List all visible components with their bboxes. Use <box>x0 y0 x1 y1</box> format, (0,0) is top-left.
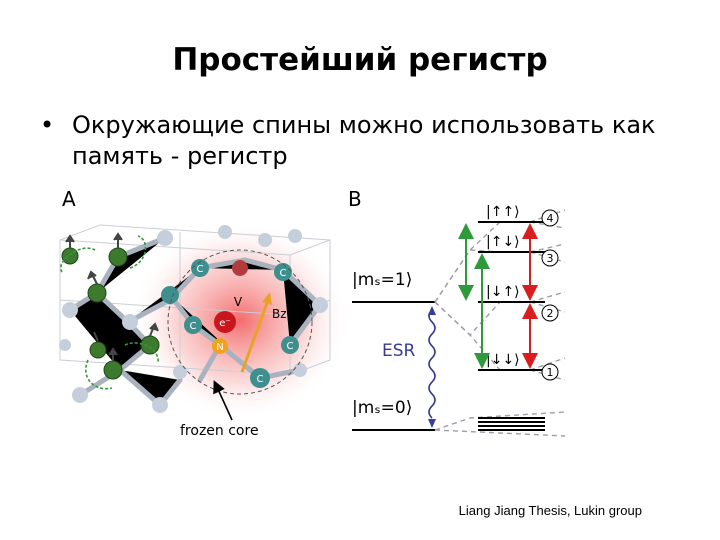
carbon-atom <box>274 263 292 281</box>
level-ket-2: |↓↑⟩ <box>486 284 520 300</box>
vacancy-label: V <box>234 295 243 309</box>
atom-label-c2: C <box>280 268 287 279</box>
carbon-atom <box>161 286 179 304</box>
credit-caption: Liang Jiang Thesis, Lukin group <box>458 503 642 518</box>
level-number-badge <box>541 304 559 322</box>
carbon-atom <box>184 316 202 334</box>
hyperfine-levels <box>478 221 545 431</box>
carbon-atom <box>232 260 248 276</box>
level-number-3: 3 <box>547 252 554 265</box>
ms1-state-label: |mₛ=1⟩ <box>352 270 412 290</box>
panel-a-diagram: C C C C C V e⁻ N Bz frozen core <box>59 220 350 439</box>
carbon-atom <box>281 336 299 354</box>
level-number-1: 1 <box>547 366 554 379</box>
level-number-badge <box>541 363 559 381</box>
level-number-4: 4 <box>547 212 554 225</box>
level-ket-4: |↑↑⟩ <box>486 204 520 220</box>
esr-label: ESR <box>382 341 416 361</box>
ms0-state-label: |mₛ=0⟩ <box>352 398 412 418</box>
panel-b-label: B <box>348 187 362 211</box>
level-number-2: 2 <box>547 307 554 320</box>
nitrogen-label: N <box>216 342 223 353</box>
field-label: Bz <box>272 307 287 321</box>
carbon-atoms <box>161 259 299 388</box>
electron-spin <box>214 311 236 333</box>
esr-arrow-head-up <box>428 306 436 315</box>
frozen-core-boundary <box>167 249 313 395</box>
nitrogen-atom <box>212 338 228 354</box>
field-arrow <box>240 299 270 373</box>
frozen-core-label: frozen core <box>180 423 259 439</box>
bullet-symbol: • <box>40 111 55 139</box>
electron-label: e⁻ <box>219 318 230 329</box>
level-number-badge <box>541 209 559 227</box>
level-ket-1: |↓↓⟩ <box>486 352 520 368</box>
carbon-atom <box>191 259 209 277</box>
spin-arrows <box>65 232 159 361</box>
level-ket-3: |↑↓⟩ <box>486 234 520 250</box>
spin-precession-arrows <box>60 235 159 390</box>
panel-b-diagram: |mₛ=1⟩ |mₛ=0⟩ ESR <box>352 204 566 437</box>
bullet-text: Окружающие спины можно использовать как … <box>72 111 656 170</box>
atom-label-c4: C <box>287 341 294 352</box>
carbon-atom <box>250 368 270 388</box>
esr-wave <box>428 309 436 419</box>
atom-label-c5: C <box>257 374 264 385</box>
atom-label-c3: C <box>190 321 197 332</box>
atom-label-c1: C <box>197 264 204 275</box>
slide-title: Простейший регистр <box>172 42 548 78</box>
level-number-badge <box>541 249 559 267</box>
esr-arrow-head-down <box>428 419 436 428</box>
panel-a-label: A <box>62 187 76 211</box>
field-arrow-head <box>262 292 272 305</box>
frozen-core-pointer <box>213 380 233 421</box>
